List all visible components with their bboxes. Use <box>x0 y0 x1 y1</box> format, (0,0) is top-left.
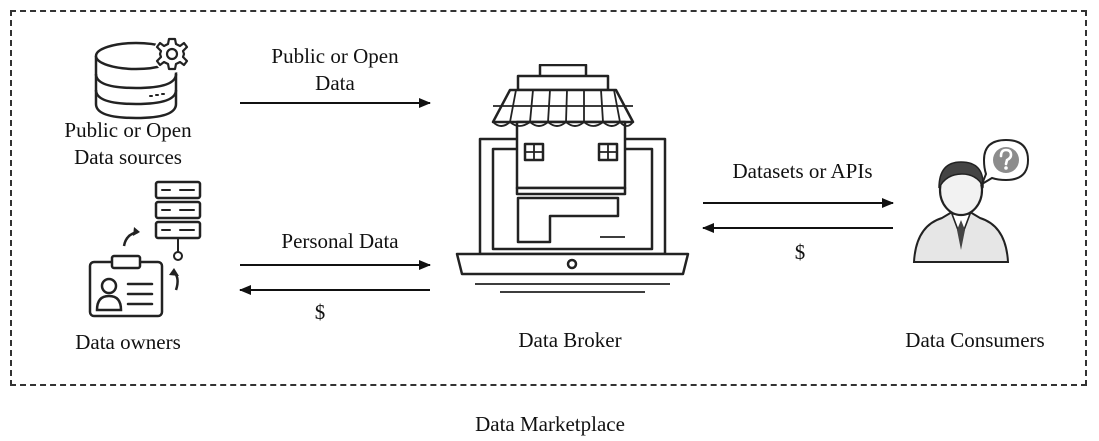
id-badge-server-icon <box>88 180 202 318</box>
open-data-sources-label-line1: Public or Open <box>64 118 192 142</box>
person-question-icon <box>912 138 1030 263</box>
open-data-sources-label-line2: Data sources <box>74 145 182 169</box>
data-marketplace-label: Data Marketplace <box>475 412 625 436</box>
data-owners-label: Data owners <box>75 330 181 354</box>
data-marketplace-boundary <box>10 10 1087 386</box>
data-broker-label: Data Broker <box>518 328 622 352</box>
personal-data-flow-label: Personal Data <box>281 229 399 253</box>
open-data-flow-label-line2: Data <box>315 71 355 95</box>
payment-to-owners-label: $ <box>314 300 326 324</box>
data-consumers-label: Data Consumers <box>905 328 1045 352</box>
payment-from-consumers-label: $ <box>794 240 806 264</box>
datasets-apis-flow-label: Datasets or APIs <box>732 159 873 183</box>
open-data-flow-label-line1: Public or Open <box>271 44 399 68</box>
database-gear-icon <box>94 35 191 120</box>
storefront-laptop-icon <box>455 64 690 293</box>
